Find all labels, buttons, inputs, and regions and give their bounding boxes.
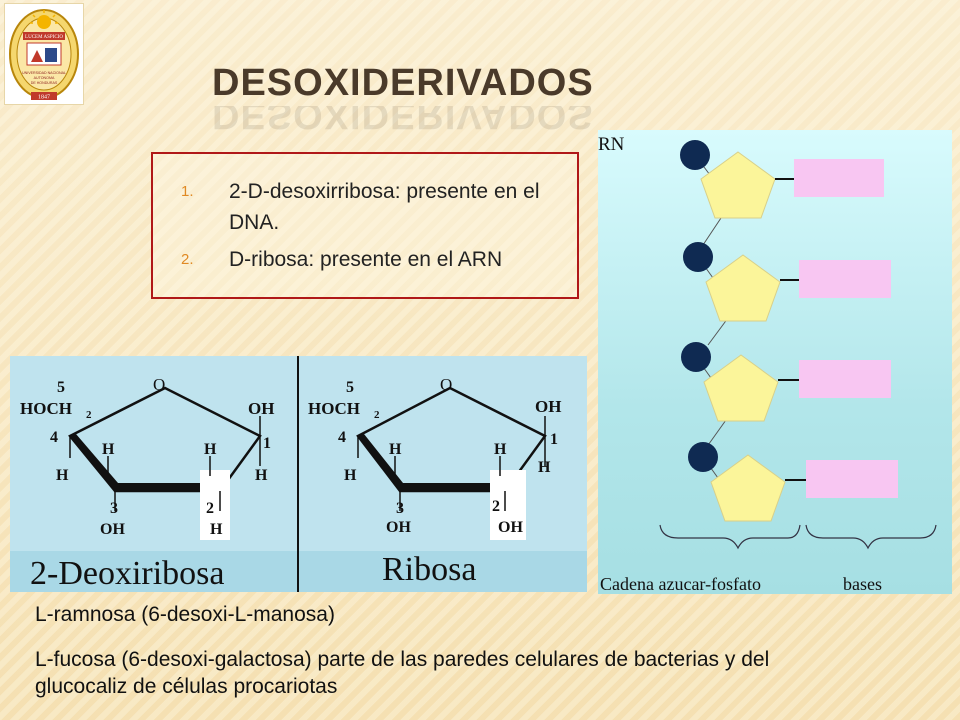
- svg-text:OH: OH: [498, 519, 523, 536]
- arn-label: RN: [598, 134, 625, 155]
- ribose-name: Ribosa: [382, 551, 476, 588]
- phosphate-icon: [681, 342, 711, 372]
- svg-text:UNIVERSIDAD NACIONAL: UNIVERSIDAD NACIONAL: [22, 71, 66, 75]
- svg-text:HOCH: HOCH: [308, 399, 360, 418]
- svg-text:H: H: [102, 441, 115, 458]
- svg-text:H: H: [255, 467, 268, 484]
- caption-chain: Cadena azucar-fosfato: [600, 574, 761, 594]
- deoxyribose-structure: 5 HOCH 2 O OH 4 1 H H H H 3 2 OH H 2-Deo…: [20, 375, 274, 592]
- svg-text:OH: OH: [100, 521, 125, 538]
- list-item: 1. 2-D-desoxirribosa: presente en el DNA…: [181, 176, 559, 238]
- svg-text:LUCEM ASPICIO: LUCEM ASPICIO: [25, 35, 63, 40]
- base-rect: [799, 260, 891, 298]
- ribose-structure: 5 HOCH 2 O OH 4 1 H H H H 3 2 OH OH Ribo…: [308, 375, 561, 588]
- base-rect: [799, 360, 891, 398]
- nucleotide-unit-1: [680, 140, 884, 219]
- summary-box: 1. 2-D-desoxirribosa: presente en el DNA…: [151, 152, 579, 299]
- svg-text:3: 3: [110, 500, 118, 517]
- svg-text:O: O: [440, 375, 452, 394]
- slide-title: DESOXIDERIVADOS: [212, 62, 594, 104]
- svg-text:1: 1: [263, 435, 271, 452]
- svg-text:2: 2: [492, 498, 500, 515]
- svg-text:H: H: [56, 467, 69, 484]
- svg-text:1847: 1847: [38, 95, 50, 101]
- svg-text:2: 2: [374, 409, 380, 421]
- sugar-structures-figure: 5 HOCH 2 O OH 4 1 H H H H 3 2 OH H 2-Deo…: [10, 356, 587, 592]
- svg-text:3: 3: [396, 500, 404, 517]
- sugar-pentagon-icon: [710, 454, 786, 522]
- caption-bases: bases: [843, 574, 882, 594]
- sugar-pentagon-icon: [705, 254, 781, 322]
- svg-text:1: 1: [550, 431, 558, 448]
- svg-text:AUTONOMA: AUTONOMA: [34, 76, 55, 80]
- list-item: 2. D-ribosa: presente en el ARN: [181, 244, 559, 275]
- sugar-pentagon-icon: [703, 354, 779, 422]
- brace-bases: [805, 524, 937, 550]
- list-number: 1.: [181, 183, 194, 200]
- svg-text:5: 5: [57, 379, 65, 396]
- base-rect: [794, 159, 884, 197]
- phosphate-icon: [688, 442, 718, 472]
- svg-text:4: 4: [50, 429, 58, 446]
- brace-chain: [659, 524, 801, 550]
- deoxyribose-name: 2-Deoxiribosa: [30, 555, 225, 592]
- svg-text:DE HONDURAS: DE HONDURAS: [31, 81, 58, 85]
- list-text: D-ribosa: presente en el ARN: [229, 248, 503, 271]
- svg-text:H: H: [210, 521, 223, 538]
- svg-text:2: 2: [86, 409, 92, 421]
- svg-text:H: H: [538, 459, 551, 476]
- svg-text:H: H: [494, 441, 507, 458]
- svg-text:4: 4: [338, 429, 346, 446]
- paragraph-ramnosa: L-ramnosa (6-desoxi-L-manosa): [35, 603, 335, 626]
- paragraph-fucosa: L-fucosa (6-desoxi-galactosa) parte de l…: [35, 648, 770, 698]
- arn-chain-diagram: RN: [598, 130, 952, 594]
- svg-text:5: 5: [346, 379, 354, 396]
- list-number: 2.: [181, 251, 194, 268]
- svg-text:OH: OH: [248, 399, 274, 418]
- svg-text:H: H: [204, 441, 217, 458]
- svg-text:OH: OH: [386, 519, 411, 536]
- numbered-list: 1. 2-D-desoxirribosa: presente en el DNA…: [181, 176, 559, 281]
- svg-text:O: O: [153, 375, 165, 394]
- slide-title-reflection: DESOXIDERIVADOS: [212, 106, 594, 136]
- sugar-pentagon-icon: [700, 151, 776, 219]
- phosphate-icon: [683, 242, 713, 272]
- list-text: 2-D-desoxirribosa: presente en el DNA.: [229, 180, 540, 234]
- svg-text:H: H: [344, 467, 357, 484]
- university-logo: LUCEM ASPICIO UNIVERSIDAD NACIONAL AUTON…: [4, 3, 84, 105]
- phosphate-icon: [680, 140, 710, 170]
- nucleotide-unit-4: [688, 442, 898, 522]
- base-rect: [806, 460, 898, 498]
- svg-text:OH: OH: [535, 397, 561, 416]
- svg-text:H: H: [389, 441, 402, 458]
- nucleotide-unit-3: [681, 342, 891, 422]
- svg-text:2: 2: [206, 500, 214, 517]
- svg-text:HOCH: HOCH: [20, 399, 72, 418]
- nucleotide-unit-2: [683, 242, 891, 322]
